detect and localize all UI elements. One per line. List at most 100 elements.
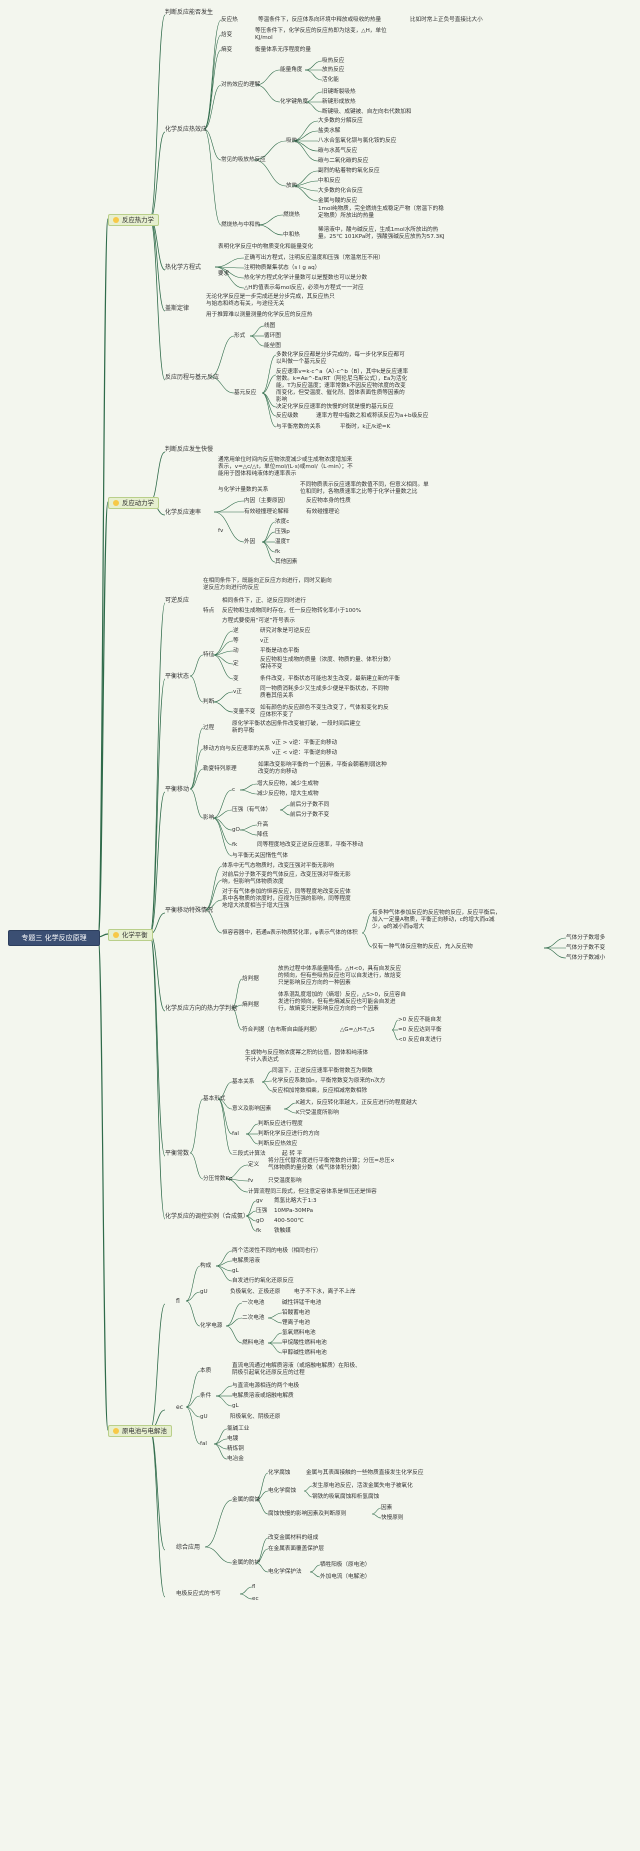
- connector-line: [185, 1265, 201, 1302]
- node[interactable]: 过程: [203, 725, 215, 731]
- connector-line: [213, 1443, 228, 1460]
- node[interactable]: 有效碰撞理论解释: [244, 509, 289, 515]
- node[interactable]: 特点: [203, 608, 215, 614]
- node: K越大，反应转化率越大，正反应进行的程度越大: [296, 1100, 418, 1106]
- node: 锂离子电池: [282, 1320, 310, 1326]
- connector-line: [225, 1317, 243, 1327]
- node[interactable]: 勒夏特列原理: [203, 766, 237, 772]
- connector-line: [203, 128, 222, 161]
- node[interactable]: 移动方向与反应速率的关系: [203, 746, 271, 752]
- node[interactable]: 金属的防护: [232, 1560, 260, 1566]
- node: 新键形成放热: [322, 99, 356, 105]
- node[interactable]: 常见的吸放热反应: [221, 157, 266, 163]
- node[interactable]: 分压常数Kp: [203, 1176, 233, 1182]
- connector-line: [261, 374, 277, 394]
- node[interactable]: 吸热: [286, 138, 298, 144]
- node[interactable]: 平衡移动: [165, 786, 190, 793]
- node[interactable]: 条件: [200, 1393, 212, 1399]
- node: 铅酸蓄电池: [282, 1310, 310, 1316]
- node[interactable]: 基本形式: [203, 1096, 226, 1102]
- node[interactable]: 熵判据: [242, 1002, 259, 1008]
- node[interactable]: 对热效应的理解: [221, 82, 261, 88]
- node[interactable]: 化学电源: [200, 1323, 223, 1329]
- node[interactable]: 与化学计量数的关系: [218, 487, 269, 493]
- node[interactable]: 要求: [218, 271, 230, 277]
- branch-equilibrium[interactable]: 化学平衡: [108, 929, 153, 941]
- node[interactable]: 与平衡常数的关系: [276, 424, 321, 430]
- branch-thermo[interactable]: 反应热力学: [108, 214, 159, 226]
- node: K只受温度所影响: [296, 1110, 339, 1116]
- node[interactable]: ec: [176, 1404, 183, 1411]
- node[interactable]: 电极反应式的书写: [176, 1591, 221, 1597]
- connector-line: [149, 451, 166, 503]
- connector-line: [239, 1593, 253, 1600]
- node[interactable]: fl: [176, 1298, 180, 1305]
- node[interactable]: 化学键角度: [280, 99, 308, 105]
- node[interactable]: 基本关系: [232, 1079, 255, 1085]
- node[interactable]: 金属的腐蚀: [232, 1497, 260, 1503]
- node[interactable]: 化学反应的调控实例（合成氨）: [165, 1213, 250, 1220]
- node[interactable]: 焓变: [221, 32, 233, 38]
- node[interactable]: fal: [232, 1131, 239, 1137]
- node[interactable]: 三段式计算法: [232, 1151, 266, 1157]
- node[interactable]: 符合判据（吉布斯自由能判据）: [242, 1027, 321, 1033]
- node[interactable]: 可逆反应: [165, 597, 190, 604]
- node[interactable]: 判断反应发生快慢: [165, 446, 214, 453]
- node: 改变金属材料的组成: [268, 1535, 319, 1541]
- node[interactable]: 能量角度: [280, 67, 303, 73]
- node[interactable]: 中和热: [283, 232, 300, 238]
- node: 前后分子数不变: [290, 812, 330, 818]
- node[interactable]: 意义及影响因素: [232, 1106, 272, 1112]
- node[interactable]: 判断反应能否发生: [165, 9, 214, 16]
- node[interactable]: 放热: [286, 183, 298, 189]
- connector-line: [267, 1332, 283, 1344]
- branch-kinetics[interactable]: 反应动力学: [108, 497, 159, 509]
- node[interactable]: 本质: [200, 1368, 212, 1374]
- node[interactable]: 热化学方程式: [165, 264, 202, 271]
- node[interactable]: 燃烧热: [283, 212, 300, 218]
- node[interactable]: 燃烧热与中和热: [221, 222, 261, 228]
- node[interactable]: 焓判据: [242, 976, 259, 982]
- connector-line: [215, 1265, 233, 1282]
- node[interactable]: 外因: [244, 539, 256, 545]
- node[interactable]: 平衡常数: [165, 1150, 190, 1157]
- node[interactable]: 平衡状态: [165, 673, 190, 680]
- node: 大多数的分解反应: [318, 118, 363, 124]
- node[interactable]: 反应级数: [276, 413, 299, 419]
- node[interactable]: 综合应用: [176, 1544, 201, 1551]
- node[interactable]: 特征: [203, 652, 215, 658]
- connector-line: [304, 101, 323, 113]
- root-topic[interactable]: 专题三 化学反应原理: [8, 930, 100, 946]
- node[interactable]: 化学反应方向的热力学判据: [165, 1005, 238, 1012]
- node[interactable]: 平衡移动特殊情况: [165, 907, 214, 914]
- node: △H的值表示每mol反应，必须与方程式一一对应: [244, 285, 364, 291]
- node[interactable]: 基元反应: [234, 390, 257, 396]
- node: 大多数的化合反应: [318, 188, 363, 194]
- node[interactable]: 判断: [203, 699, 215, 705]
- node[interactable]: gU: [200, 1414, 208, 1420]
- node[interactable]: 影响: [203, 815, 215, 821]
- node[interactable]: gU: [200, 1289, 208, 1295]
- node[interactable]: 化学反应热效应: [165, 126, 208, 133]
- connector-line: [279, 809, 291, 816]
- node: 体系中无气态物质时，改变压强对平衡无影响: [222, 863, 334, 869]
- node: gv: [256, 1198, 263, 1204]
- node[interactable]: fv: [218, 528, 224, 534]
- connector-line: [212, 654, 234, 665]
- branch-electrochem[interactable]: 原电池与电解池: [108, 1425, 172, 1437]
- node[interactable]: 盖斯定律: [165, 305, 190, 312]
- node[interactable]: 反应历程与基元反应: [165, 374, 220, 381]
- node[interactable]: 反应热: [221, 17, 238, 23]
- node: 断键吸、成键被、自左向右代数加和: [322, 109, 412, 115]
- connector-line: [212, 817, 233, 846]
- node[interactable]: fal: [200, 1441, 207, 1447]
- node[interactable]: 内因（主要原因）: [244, 498, 289, 504]
- connector-line: [203, 128, 222, 226]
- node[interactable]: 形式: [234, 333, 246, 339]
- connector-line: [215, 1385, 233, 1397]
- node[interactable]: 构成: [200, 1263, 212, 1269]
- node: 气体分子数不变: [566, 945, 606, 951]
- node[interactable]: 化学反应速率: [165, 509, 202, 516]
- node: 只受温度影响: [268, 1178, 302, 1184]
- node[interactable]: 熵变: [221, 47, 233, 53]
